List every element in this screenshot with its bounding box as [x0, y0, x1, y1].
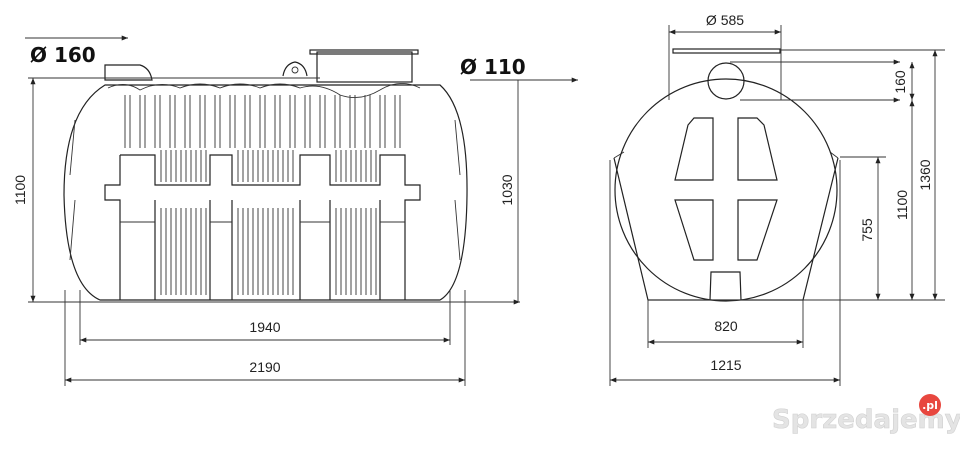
inner-length-label: 1940 [249, 319, 280, 335]
inlet-dimension: Ø 160 [25, 35, 128, 67]
side-view: Ø 160 Ø 110 1100 1030 1940 2190 [12, 35, 578, 386]
inlet-diameter-label: Ø 160 [30, 43, 96, 67]
chimney-side [316, 51, 413, 83]
pipe-section [707, 62, 745, 100]
side-height-label: 1100 [12, 175, 28, 205]
chimney-diameter-label: Ø 585 [706, 12, 744, 28]
tank-body-side [63, 49, 468, 301]
support-height-label: 755 [859, 218, 875, 242]
total-length-label: 2190 [249, 359, 280, 375]
outlet-height-label: 1030 [499, 174, 515, 205]
watermark-suffix: .pl [922, 399, 938, 412]
total-width-label: 1215 [710, 357, 741, 373]
watermark: Sprzedajemy .pl [772, 394, 960, 435]
base-width-label: 820 [714, 318, 738, 334]
outlet-diameter-label: Ø 110 [460, 55, 526, 79]
lifting-eye [282, 61, 308, 77]
front-view: Ø 585 160 1100 1360 755 820 1215 [609, 12, 945, 386]
inlet-pipe [104, 64, 153, 81]
reinforcement-windows [674, 117, 778, 261]
tank-height-label: 1100 [894, 190, 910, 220]
tank-body-front [614, 78, 838, 302]
total-height-label: 1360 [917, 159, 933, 190]
outlet-dimension: Ø 110 [460, 55, 578, 83]
chimney-lid [672, 48, 781, 54]
watermark-badge [919, 394, 941, 416]
ribs [124, 95, 401, 295]
pipe-height-label: 160 [892, 70, 908, 94]
